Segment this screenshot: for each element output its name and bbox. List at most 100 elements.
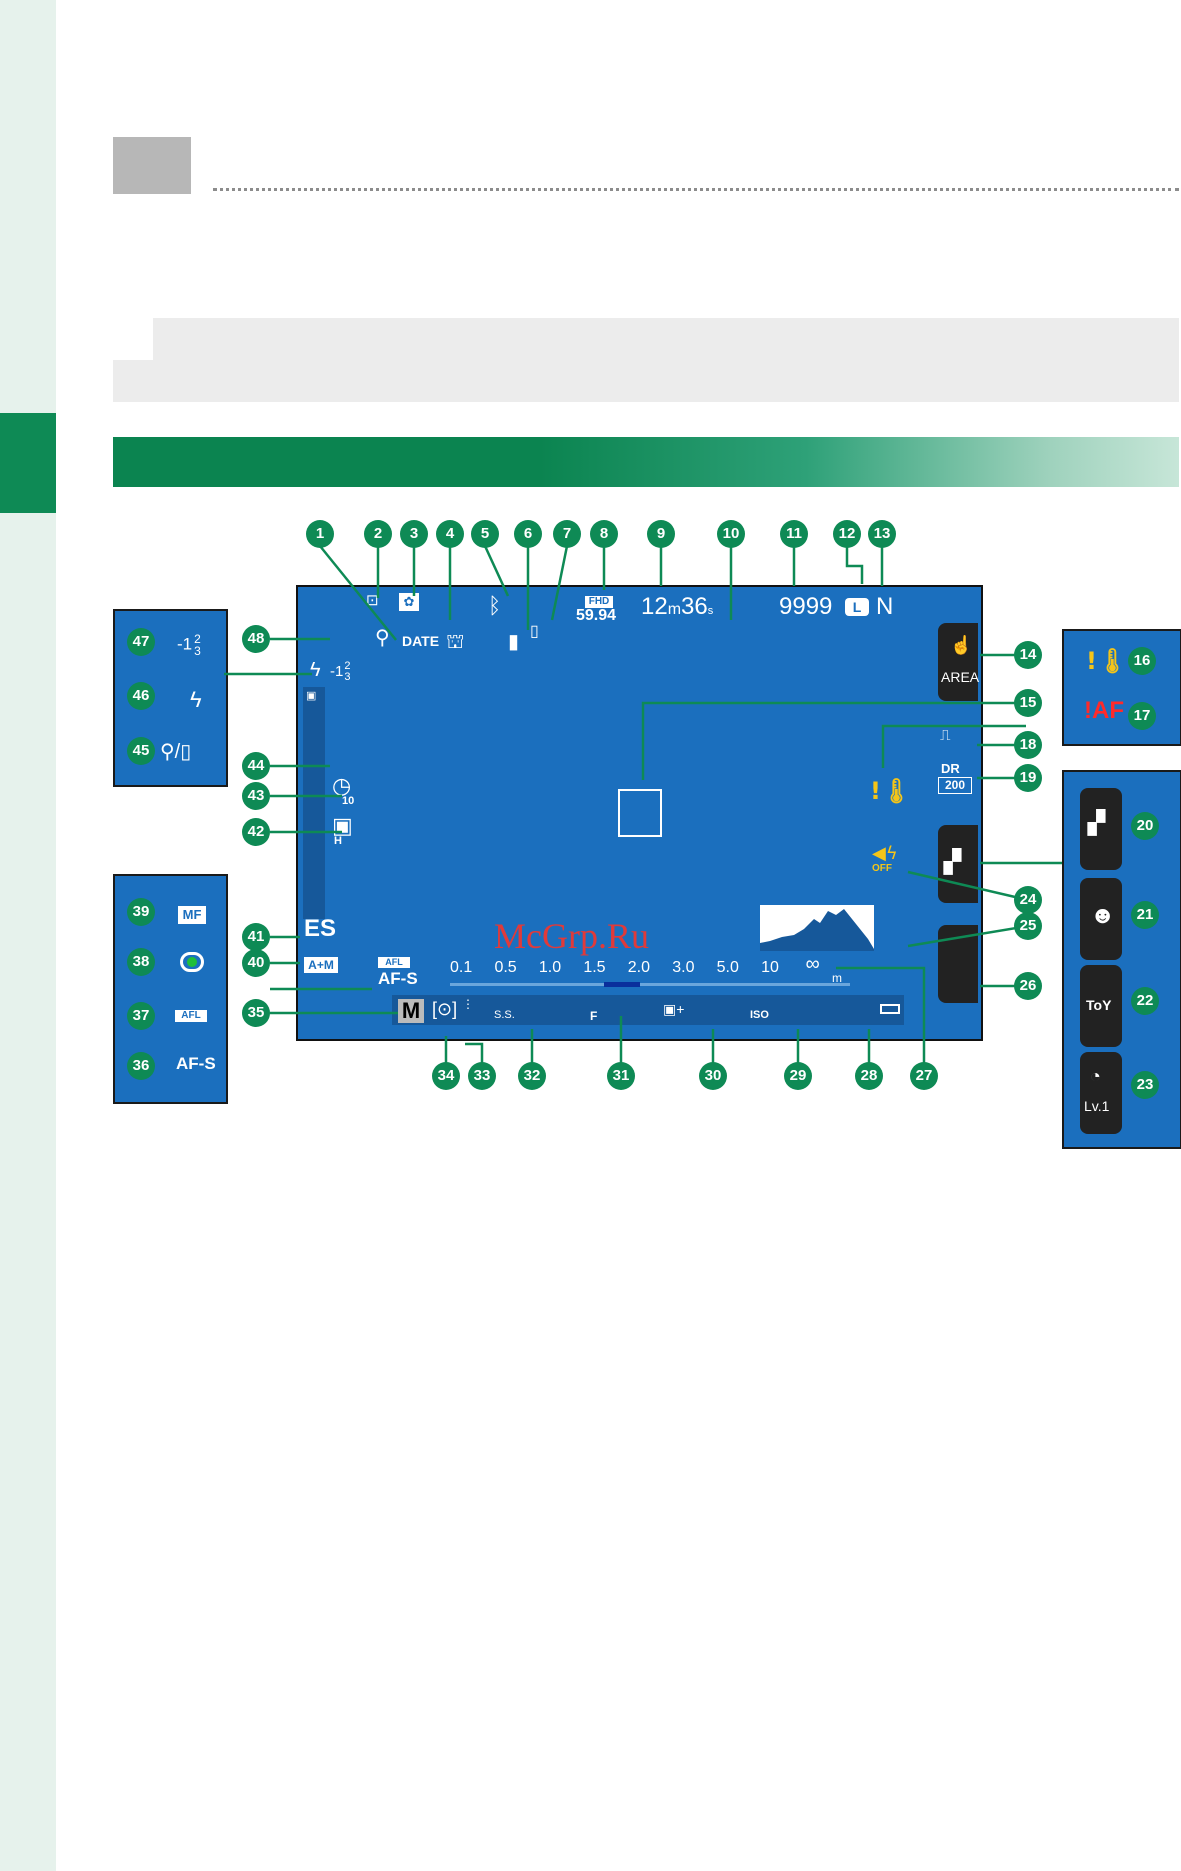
temperature-warning: !🌡 <box>870 777 912 805</box>
callout-42: 42 <box>242 818 270 846</box>
focus-frame <box>618 789 662 837</box>
af-area-button[interactable]: ☝ AREA <box>938 623 980 701</box>
chapter-number-box <box>113 137 191 194</box>
distance-scale-label: ∞ <box>805 953 820 975</box>
camera-lcd-screen: ⚲ ⊡ ✿ DATE ⛫ ᛒ ▮ ▯ FHD 59.94 12m36s 9999… <box>296 585 983 1041</box>
level-label: Lv.1 <box>1084 1098 1110 1114</box>
callout-6: 6 <box>514 520 542 548</box>
callout-28: 28 <box>855 1062 883 1090</box>
distance-scale-label: 10 <box>761 959 779 976</box>
dotted-divider <box>213 188 1179 191</box>
bluetooth-icon: ᛒ <box>488 593 502 618</box>
bottom-info-bar <box>392 995 904 1025</box>
callout-46: 46 <box>127 682 155 710</box>
note-marker <box>113 318 153 360</box>
face-icon: ☻ <box>1090 902 1116 929</box>
af-mode: AF-S <box>378 969 418 988</box>
callout-7: 7 <box>553 520 581 548</box>
mf-badge: MF <box>178 906 206 924</box>
image-transfer-icon: ▯ <box>530 623 539 640</box>
callout-13: 13 <box>868 520 896 548</box>
film-simulation-button[interactable]: ▞ <box>938 825 978 903</box>
callout-40: 40 <box>242 949 270 977</box>
callout-10: 10 <box>717 520 745 548</box>
location-icon: ⛫ <box>446 631 465 653</box>
exposure-meter <box>303 687 325 919</box>
callout-2: 2 <box>364 520 392 548</box>
shooting-mode-badge: M <box>398 999 424 1023</box>
afl-badge: AFL <box>175 1010 207 1022</box>
area-label: AREA <box>941 669 980 685</box>
image-quality: N <box>876 593 894 620</box>
callout-25: 25 <box>1014 912 1042 940</box>
callout-35: 35 <box>242 999 270 1027</box>
callout-21: 21 <box>1131 901 1159 929</box>
callout-41: 41 <box>242 923 270 951</box>
callout-32: 32 <box>518 1062 546 1090</box>
touch-icon: ☝ <box>950 635 973 655</box>
callout-22: 22 <box>1131 987 1159 1015</box>
callout-26: 26 <box>1014 972 1042 1000</box>
section-banner <box>113 437 1179 487</box>
watermark-text: McGrp.Ru <box>494 916 649 956</box>
distance-scale-label: 0.1 <box>450 959 473 976</box>
af-warning-text: !AF <box>1084 697 1124 724</box>
distance-scale-label: 0.5 <box>494 959 517 976</box>
chapter-tab-marker <box>0 413 56 513</box>
callout-29: 29 <box>784 1062 812 1090</box>
blank-touch-button[interactable] <box>938 925 978 1003</box>
electronic-shutter-label: ES <box>304 915 337 942</box>
toy-filter-icon: ToY <box>1086 997 1112 1013</box>
callout-4: 4 <box>436 520 464 548</box>
battery-icon <box>880 1004 900 1014</box>
callout-44: 44 <box>242 752 270 780</box>
callout-30: 30 <box>699 1062 727 1090</box>
right-panel-bottom: ▞ ☻ ToY ◔ Lv.1 <box>1062 770 1181 1149</box>
callout-45: 45 <box>127 737 155 765</box>
callout-15: 15 <box>1014 689 1042 717</box>
card-icon: ⊡ <box>366 592 379 609</box>
mic-remote-icon: ⚲/▯ <box>160 741 192 763</box>
film-sim-icon: ▞ <box>1088 810 1105 835</box>
callout-36: 36 <box>127 1052 155 1080</box>
shutter-speed-label: S.S. <box>494 1009 515 1021</box>
upload-icon: ▮ <box>508 631 520 653</box>
film-sim-button[interactable]: ▞ <box>1080 788 1122 870</box>
distance-bar <box>450 983 850 986</box>
white-balance-icon: ⋮ <box>462 997 474 1011</box>
af-s-label: AF-S <box>176 1054 216 1073</box>
fhd-badge: FHD <box>585 596 613 608</box>
frames-remaining: 9999 <box>779 593 833 620</box>
callout-1: 1 <box>306 520 334 548</box>
iso-label: ISO <box>750 1009 769 1021</box>
filter-button[interactable]: ToY <box>1080 965 1122 1047</box>
callout-17: 17 <box>1128 702 1156 730</box>
callout-27: 27 <box>910 1062 938 1090</box>
callout-3: 3 <box>400 520 428 548</box>
callout-31: 31 <box>607 1062 635 1090</box>
callout-20: 20 <box>1131 812 1159 840</box>
distance-scale-label: 2.0 <box>627 959 651 976</box>
drive-mode-value: H <box>334 835 342 847</box>
callout-19: 19 <box>1014 764 1042 792</box>
chapter-sidebar <box>0 0 56 1871</box>
callout-34: 34 <box>432 1062 460 1090</box>
level-icon: ◔ <box>1090 1066 1101 1086</box>
date-stamp: DATE <box>402 633 440 649</box>
distance-scale-label: 5.0 <box>716 959 739 976</box>
focus-distance-indicator <box>604 982 640 987</box>
aperture-label: F <box>590 1009 598 1023</box>
level-button[interactable]: ◔ Lv.1 <box>1080 1052 1122 1134</box>
face-detect-button[interactable]: ☻ <box>1080 878 1122 960</box>
distance-scale-label: 3.0 <box>672 959 695 976</box>
record-time: 12m36s <box>641 593 714 620</box>
callout-39: 39 <box>127 898 155 926</box>
flash-mode-icon: ϟ <box>310 659 321 681</box>
frame-rate: 59.94 <box>576 607 617 624</box>
callout-16: 16 <box>1128 647 1156 675</box>
exposure-comp-icon: ▣+ <box>663 1001 685 1017</box>
exposure-meter-icon: ▣ <box>306 690 317 702</box>
right-panel-top: !🌡 !AF <box>1062 629 1181 746</box>
